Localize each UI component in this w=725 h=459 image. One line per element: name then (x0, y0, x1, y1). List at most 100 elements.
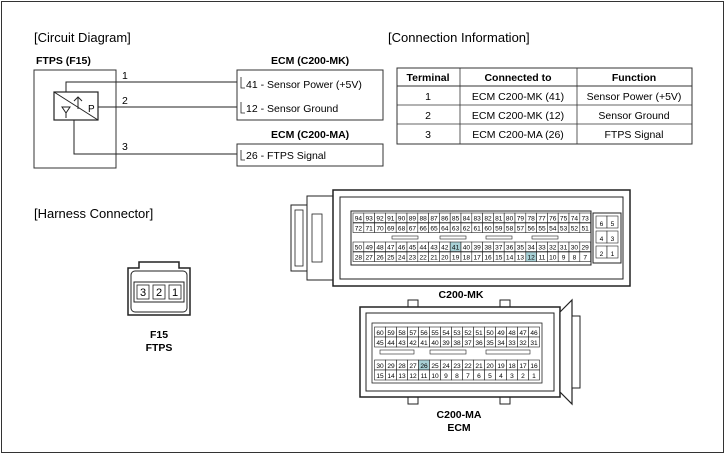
c200-mk-pin-94: 94 (355, 215, 363, 222)
c200-ma-pin-48: 48 (508, 330, 516, 337)
c200-mk-side-pin-5: 5 (611, 221, 615, 228)
c200-mk-side-pin-1: 1 (611, 251, 615, 258)
c200-ma-pin-22: 22 (464, 363, 472, 370)
c200-mk-pin-59: 59 (495, 225, 503, 232)
c200-mk-pin-62: 62 (463, 225, 471, 232)
c200-mk-pin-28: 28 (355, 254, 363, 261)
c200-mk-pin-92: 92 (376, 215, 384, 222)
c200-ma-pin-4: 4 (499, 373, 503, 380)
c200-ma-pin-8: 8 (455, 373, 459, 380)
c200-mk-pin-42: 42 (441, 244, 449, 251)
c200-mk-pin-69: 69 (387, 225, 395, 232)
c200-ma-pin-43: 43 (398, 340, 406, 347)
c200-mk-pin-88: 88 (420, 215, 428, 222)
table-cell: ECM C200-MA (26) (472, 129, 564, 141)
c200-ma-pin-6: 6 (477, 373, 481, 380)
c200-ma-pin-31: 31 (530, 340, 538, 347)
c200-mk-pin-47: 47 (387, 244, 395, 251)
c200-ma-pin-60: 60 (376, 330, 384, 337)
c200-mk-pin-16: 16 (484, 254, 492, 261)
c200-mk-pin-86: 86 (441, 215, 449, 222)
c200-mk-pin-54: 54 (549, 225, 557, 232)
c200-mk-pin-81: 81 (495, 215, 503, 222)
c200-mk-pin-82: 82 (484, 215, 492, 222)
c200-mk-pin-79: 79 (517, 215, 525, 222)
c200-ma-pin-21: 21 (475, 363, 483, 370)
c200-mk-pin-91: 91 (387, 215, 395, 222)
c200-mk-pin-48: 48 (376, 244, 384, 251)
c200-mk-pin-19: 19 (452, 254, 460, 261)
c200-mk-pin-29: 29 (582, 244, 590, 251)
c200-ma-pin-38: 38 (453, 340, 461, 347)
c200-ma-pin-50: 50 (486, 330, 494, 337)
c200-mk-pin-57: 57 (517, 225, 525, 232)
c200-mk-pin-10: 10 (549, 254, 557, 261)
f15-connector: 3 2 1 (127, 261, 191, 316)
c200-mk-pin-45: 45 (409, 244, 417, 251)
c200-ma-pin-30: 30 (376, 363, 384, 370)
c200-mk-pin-85: 85 (452, 215, 460, 222)
c200-ma-pin-12: 12 (409, 373, 417, 380)
c200-ma-pin-13: 13 (398, 373, 406, 380)
c200-ma-pin-7: 7 (466, 373, 470, 380)
wire-number-3: 3 (122, 141, 128, 153)
ecm-ma-pin-26: 26 - FTPS Signal (246, 150, 326, 162)
ecm-mk-pin-41: 41 - Sensor Power (+5V) (246, 79, 362, 91)
c200-mk-pin-cell-7 (579, 251, 591, 262)
c200-mk-pin-38: 38 (484, 244, 492, 251)
c200-ma-pin-35: 35 (486, 340, 494, 347)
table-header-connected-to: Connected to (484, 72, 551, 84)
c200-mk-pin-76: 76 (549, 215, 557, 222)
pressure-sensor-icon: P (53, 91, 99, 121)
c200-mk-side-pin-cell-5 (606, 215, 619, 229)
wire-number-1: 1 (122, 70, 128, 82)
c200-mk-pin-9: 9 (562, 254, 566, 261)
c200-ma-pin-17: 17 (519, 363, 527, 370)
c200-ma-pin-cell-1 (528, 369, 540, 381)
c200-mk-pin-37: 37 (495, 244, 503, 251)
c200-ma-pin-5: 5 (488, 373, 492, 380)
c200-ma-pin-16: 16 (530, 363, 538, 370)
section-circuit-diagram: [Circuit Diagram] (34, 30, 131, 45)
table-header-function: Function (612, 72, 656, 84)
c200-ma-pin-25: 25 (431, 363, 439, 370)
c200-mk-side-pin-cell-1 (606, 245, 619, 259)
sensor-title: FTPS (F15) (36, 55, 91, 67)
f15-pin: 2 (156, 287, 162, 299)
wire-3 (73, 120, 245, 155)
c200-mk-pin-52: 52 (571, 225, 579, 232)
c200-ma-pin-56: 56 (420, 330, 428, 337)
c200-ma-pin-33: 33 (508, 340, 516, 347)
c200-ma-pin-1: 1 (532, 373, 536, 380)
table-cell: Sensor Power (+5V) (587, 91, 682, 103)
c200-ma-pin-24: 24 (442, 363, 450, 370)
c200-mk-pin-43: 43 (430, 244, 438, 251)
c200-mk-pin-58: 58 (506, 225, 514, 232)
ecm-label: ECM (447, 422, 471, 434)
c200-mk-pin-21: 21 (430, 254, 438, 261)
c200-mk-pin-35: 35 (517, 244, 525, 251)
c200-mk-side-pin-4: 4 (600, 236, 604, 243)
c200-mk-pin-89: 89 (409, 215, 417, 222)
c200-ma-pin-18: 18 (508, 363, 516, 370)
c200-ma-pin-59: 59 (387, 330, 395, 337)
c200-mk-pin-15: 15 (495, 254, 503, 261)
c200-ma-pin-cell-31 (528, 336, 540, 348)
c200-ma-pin-34: 34 (497, 340, 505, 347)
sensor-symbol-label: P (88, 104, 95, 115)
c200-mk-pin-8: 8 (573, 254, 577, 261)
c200-mk-pin-87: 87 (430, 215, 438, 222)
c200-ma-pin-29: 29 (387, 363, 395, 370)
section-connection-information: [Connection Information] (388, 30, 530, 45)
c200-mk-pin-41: 41 (452, 244, 460, 251)
c200-ma-label: C200-MA (437, 409, 482, 421)
c200-ma-pin-15: 15 (376, 373, 384, 380)
c200-ma-pin-49: 49 (497, 330, 505, 337)
table-header-terminal: Terminal (407, 72, 450, 84)
c200-mk-pin-44: 44 (420, 244, 428, 251)
c200-mk-pin-77: 77 (538, 215, 546, 222)
ftps-label: FTPS (146, 342, 173, 354)
